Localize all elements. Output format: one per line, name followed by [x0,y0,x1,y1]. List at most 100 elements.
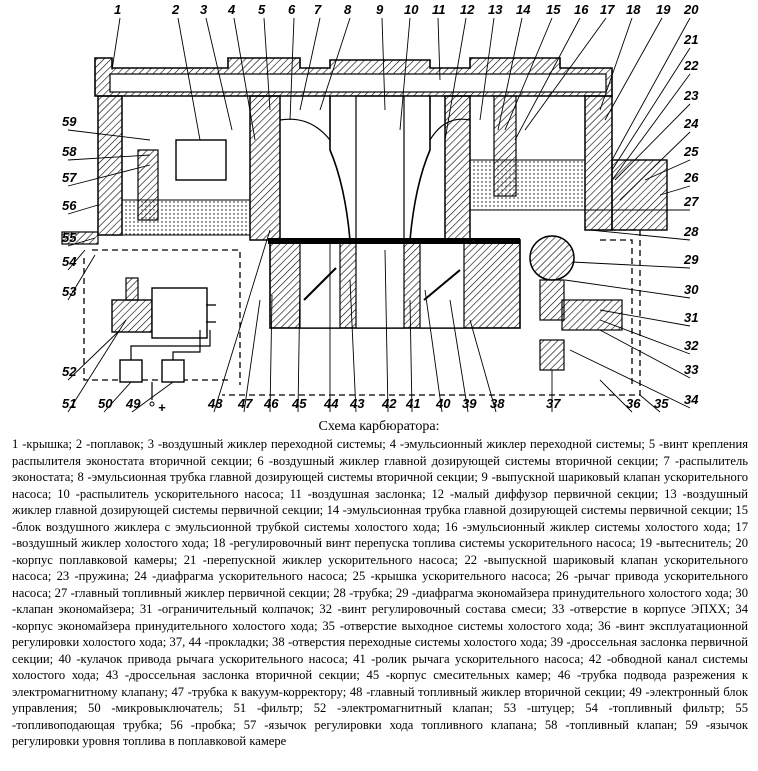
float-shape [175,139,227,181]
callout-leader-13 [479,17,495,121]
callout-number-11: 11 [432,2,446,17]
solenoid-valve-shape [111,277,216,339]
callout-number-2: 2 [171,2,180,17]
callout-leader-33 [599,329,691,379]
mixing-chambers [249,95,471,241]
throttle-body [268,238,521,329]
callout-leader-17 [524,17,607,131]
callout-leader-54 [67,249,86,271]
callout-number-55: 55 [62,230,77,245]
callout-number-35: 35 [654,396,669,411]
callout-number-40: 40 [435,396,451,411]
callout-number-28: 28 [683,224,699,239]
callout-number-18: 18 [626,2,641,17]
callout-number-1: 1 [114,2,121,17]
callout-number-16: 16 [574,2,589,17]
callout-leader-52 [67,329,121,381]
callout-leader-15 [504,17,553,131]
callout-number-5: 5 [258,2,266,17]
callout-leader-59 [67,129,151,141]
callout-number-13: 13 [488,2,503,17]
callout-leader-25 [644,159,691,181]
callout-leader-48 [213,229,271,413]
callout-leader-39 [449,299,469,413]
callout-leader-41 [409,299,413,413]
callout-leader-31 [599,309,691,327]
callout-number-58: 58 [62,144,77,159]
callout-leader-34 [569,349,691,409]
callout-number-53: 53 [62,284,77,299]
callout-number-56: 56 [62,198,77,213]
callout-number-44: 44 [323,396,339,411]
callout-leader-30 [564,279,691,299]
callout-number-33: 33 [684,362,699,377]
callout-leader-8 [319,17,351,111]
callout-number-19: 19 [656,2,671,17]
callout-leader-55 [67,237,96,247]
callout-leader-20 [611,17,691,161]
callout-leader-24 [619,131,691,201]
callout-leader-4 [233,17,256,141]
callout-number-21: 21 [683,32,698,47]
callout-number-50: 50 [98,396,113,411]
callout-leader-29 [571,261,691,269]
callout-leader-50 [103,381,132,413]
callout-leader-10 [399,17,411,131]
callout-leader-6 [289,17,295,121]
callout-number-15: 15 [546,2,561,17]
callout-leader-5 [263,17,271,111]
callout-leader-26 [659,185,691,196]
callout-leader-22 [611,73,691,181]
callout-number-39: 39 [462,396,477,411]
callout-leader-7 [299,17,321,111]
callout-number-38: 38 [490,396,505,411]
cover-shape [94,57,613,97]
callout-number-7: 7 [314,2,322,17]
callout-number-30: 30 [684,282,699,297]
callout-leader-1 [111,17,121,71]
callout-leader-57 [67,164,151,187]
callout-leader-56 [67,204,99,215]
plus-sign: + [158,400,166,415]
callout-number-12: 12 [460,2,475,17]
callout-number-36: 36 [626,396,641,411]
callout-leader-11 [437,17,441,81]
callout-number-46: 46 [263,396,279,411]
callout-leader-53 [67,254,96,301]
callout-number-51: 51 [62,396,76,411]
callout-number-3: 3 [200,2,208,17]
callout-leader-43 [349,279,357,413]
callout-leader-49 [131,381,174,413]
diagram-caption: Схема карбюратора: [318,419,440,434]
callout-leader-9 [381,17,386,111]
callout-leader-19 [604,17,663,121]
callout-leader-42 [384,249,389,413]
economizer-shape [529,235,623,371]
callout-leader-2 [177,17,201,141]
callout-number-45: 45 [291,396,307,411]
callout-number-32: 32 [684,338,699,353]
callout-leader-46 [269,294,273,413]
callout-number-59: 59 [62,114,77,129]
callout-number-49: 49 [125,396,141,411]
callout-number-20: 20 [683,2,699,17]
callout-number-42: 42 [381,396,397,411]
callout-number-10: 10 [404,2,419,17]
callout-number-27: 27 [683,194,699,209]
callout-number-4: 4 [227,2,236,17]
callout-number-29: 29 [683,252,699,267]
callout-number-23: 23 [683,88,699,103]
callout-leader-38 [469,319,497,413]
ecu-block [161,359,185,383]
callout-number-8: 8 [344,2,352,17]
callout-number-24: 24 [683,116,699,131]
callout-leader-12 [444,17,467,141]
callout-leader-16 [514,17,581,141]
callout-number-54: 54 [62,254,77,269]
callout-leader-32 [599,319,691,355]
callout-leader-14 [497,17,523,131]
callout-number-43: 43 [349,396,365,411]
callout-leader-47 [243,299,261,413]
callout-number-31: 31 [684,310,698,325]
